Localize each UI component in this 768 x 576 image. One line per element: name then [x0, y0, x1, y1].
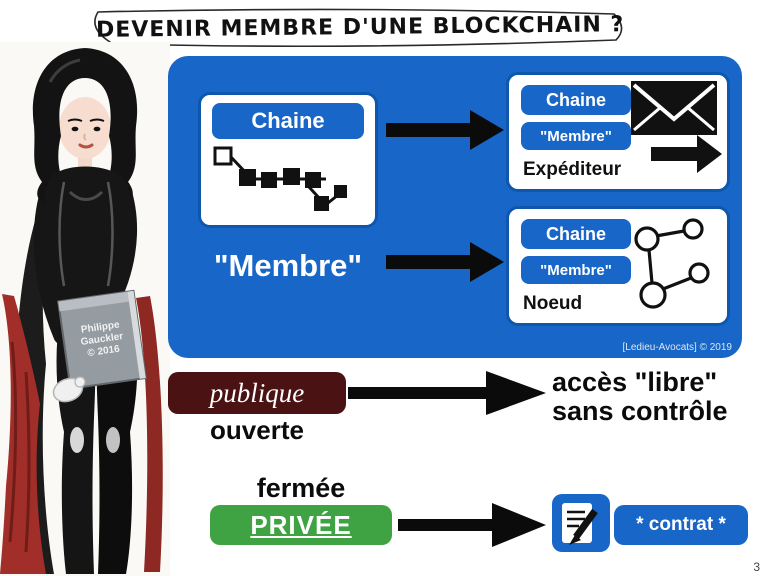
chain-card: Chaine — [198, 92, 378, 228]
arrow-right-icon — [386, 110, 504, 150]
character-art — [0, 42, 170, 576]
node-member-label: "Membre" — [521, 256, 631, 284]
envelope-icon — [631, 81, 722, 173]
open-label: ouverte — [210, 415, 304, 445]
node-chain-label: Chaine — [521, 219, 631, 249]
private-badge: PRIVÉE — [210, 505, 392, 545]
sender-member-label: "Membre" — [521, 122, 631, 150]
sender-card: Chaine "Membre" Expéditeur — [506, 72, 730, 192]
public-badge: publique — [168, 372, 346, 414]
closed-label: fermée — [256, 473, 346, 503]
node-role-label: Noeud — [523, 293, 583, 314]
node-card: Chaine "Membre" Noeud — [506, 206, 730, 326]
contract-icon — [552, 494, 610, 552]
arrow-right-icon — [398, 503, 546, 547]
network-nodes-icon — [634, 218, 710, 309]
public-access-line2: sans contrôle — [552, 396, 728, 426]
arrow-right-icon — [348, 371, 546, 415]
sender-chain-label: Chaine — [521, 85, 631, 115]
sender-role-label: Expéditeur — [523, 159, 622, 180]
contract-badge: * contrat * — [614, 505, 748, 545]
arrow-right-icon — [386, 242, 504, 282]
copyright-note: [Ledieu-Avocats] © 2019 — [622, 342, 732, 353]
public-access-text: accès "libre" sans contrôle — [552, 368, 728, 426]
document-pencil-icon — [562, 503, 598, 545]
public-badge-label: publique — [209, 377, 305, 408]
chain-label: Chaine — [212, 103, 364, 139]
blockchain-diagram-icon — [213, 146, 347, 211]
public-access-line1: accès "libre" — [552, 367, 718, 397]
member-label: "Membre" — [213, 248, 363, 283]
page-number: 3 — [753, 560, 760, 574]
blockchain-membership-panel: Chaine "Membre" Chaine " — [168, 56, 742, 358]
